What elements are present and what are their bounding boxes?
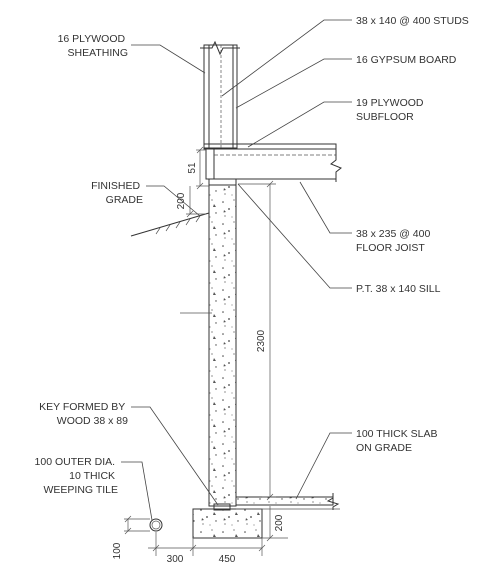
- joist-break-mark: [330, 145, 342, 182]
- wall-break-mark: [200, 40, 240, 56]
- leader-studs: [221, 19, 352, 97]
- label-subfloor: 19 PLYWOOD SUBFLOOR: [356, 97, 426, 123]
- label-slab: 100 THICK SLAB ON GRADE: [356, 428, 440, 454]
- leader-floor-joist: [299, 181, 352, 234]
- dim-text-200-bottom: 200: [274, 514, 285, 531]
- gypsum-board-layer: [232, 44, 238, 149]
- dim-text-300: 300: [167, 554, 184, 565]
- weeping-tile: [149, 518, 163, 532]
- plywood-sheathing-layer: [203, 44, 210, 149]
- label-key: KEY FORMED BY WOOD 38 x 89: [39, 401, 128, 427]
- dim-text-100: 100: [112, 542, 123, 559]
- leader-slab: [295, 432, 352, 500]
- leader-lines: [121, 19, 352, 521]
- leader-plywood-sheathing: [131, 44, 206, 74]
- slab: [235, 496, 334, 506]
- leader-weeping-tile: [121, 461, 153, 521]
- leader-key: [131, 406, 219, 506]
- wood-key: [213, 503, 231, 511]
- finished-grade-line: [130, 212, 210, 237]
- rim-joist: [205, 148, 215, 180]
- foundation-wall: [208, 184, 237, 507]
- label-weeping-tile: 100 OUTER DIA. 10 THICK WEEPING TILE: [35, 456, 118, 496]
- dim-text-51: 51: [187, 162, 198, 174]
- sill-plate: [208, 178, 237, 186]
- dim-text-2300: 2300: [256, 329, 267, 352]
- dim-tick-marks: [124, 146, 274, 552]
- foundation: [192, 184, 263, 539]
- label-gypsum-board: 16 GYPSUM BOARD: [356, 54, 457, 66]
- dim-text-200-top: 200: [176, 192, 187, 209]
- weeping-tile-inner: [151, 520, 161, 530]
- grade-hatch: [155, 215, 201, 235]
- floor-joist: [205, 145, 342, 182]
- weeping-tile-outer: [149, 518, 163, 532]
- leader-subfloor: [247, 101, 352, 148]
- dim-text-450: 450: [219, 554, 236, 565]
- stud-wall: [200, 40, 240, 149]
- label-sill: P.T. 38 x 140 SILL: [356, 283, 441, 295]
- label-finished-grade: FINISHED GRADE: [91, 180, 143, 206]
- label-floor-joist: 38 x 235 @ 400 FLOOR JOIST: [356, 228, 433, 254]
- slab-break-mark: [326, 493, 340, 510]
- label-plywood-sheathing: 16 PLYWOOD SHEATHING: [58, 33, 128, 59]
- slab-on-grade: [235, 493, 340, 510]
- leader-gypsum: [235, 58, 352, 109]
- footing: [192, 508, 263, 539]
- leader-sill: [237, 183, 352, 289]
- label-studs: 38 x 140 @ 400 STUDS: [356, 15, 469, 27]
- leader-finished-grade: [146, 185, 201, 217]
- dimension-lines: [124, 146, 288, 556]
